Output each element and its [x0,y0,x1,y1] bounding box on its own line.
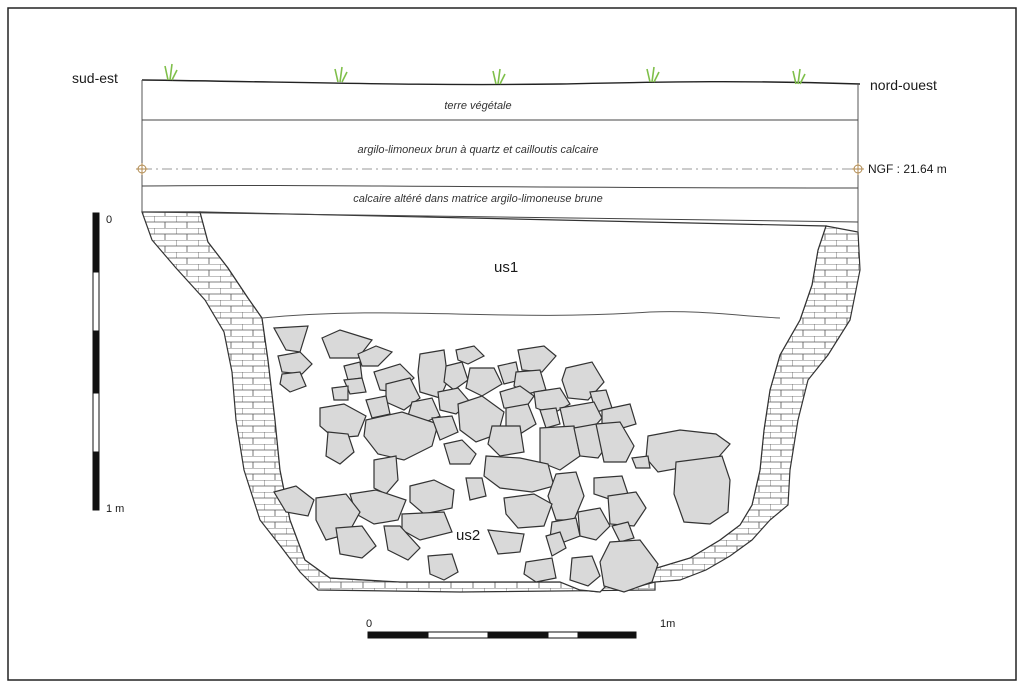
stone [517,345,557,373]
stone [443,361,469,391]
orientation-left: sud-est [72,70,118,86]
vscale-bottom-label: 1 m [106,503,124,515]
datum-label: NGF : 21.64 m [868,162,947,176]
stone [273,485,315,517]
stone [427,553,459,581]
us-boundary [261,311,781,319]
ground-surface [141,79,861,86]
stone [321,329,374,359]
stone [611,521,635,543]
stone [539,407,561,429]
stone [523,557,557,583]
stone [325,431,355,465]
orientation-right: nord-ouest [870,77,937,93]
stone [465,367,503,397]
datum-marker-icon [136,163,864,175]
layer-boundary-3 [141,211,859,223]
stone [319,403,367,439]
stone [331,385,349,401]
stone [545,531,567,557]
hscale-right-label: 1m [660,618,675,630]
stone [365,395,391,419]
stone [673,455,731,525]
stone [279,371,307,393]
stone [357,345,394,367]
unit-us1: us1 [494,259,518,276]
vertical-scale-bar [92,212,100,511]
stone [607,491,647,527]
frame-border [7,7,1017,681]
stone [373,455,399,495]
stone [383,525,421,561]
vscale-top-label: 0 [106,214,112,226]
stone [455,345,486,365]
stone [599,539,659,593]
stone [431,415,459,441]
layer-label-2: argilo-limoneux brun à quartz et caillou… [358,144,599,156]
stone [487,425,525,457]
stone [443,439,477,465]
stone [539,425,581,471]
layer-label-3: calcaire altéré dans matrice argilo-limo… [353,193,602,205]
stone [503,493,553,529]
grass-icons [164,63,806,85]
stone [277,351,313,375]
stone [335,525,377,559]
stone [465,477,487,501]
stone [595,421,635,463]
stone [561,361,605,401]
layer-boundary-2 [141,184,859,189]
horizontal-scale-bar [367,631,637,639]
stone [483,455,555,493]
layer-boundary-1 [141,118,859,122]
stone [569,555,601,587]
stones [273,325,731,593]
unit-us2: us2 [456,527,480,544]
stone [487,529,525,555]
stone [631,455,651,469]
layer-label-1: terre végétale [444,100,511,112]
stone [409,479,455,515]
stone [363,411,439,461]
hscale-left-label: 0 [366,618,372,630]
